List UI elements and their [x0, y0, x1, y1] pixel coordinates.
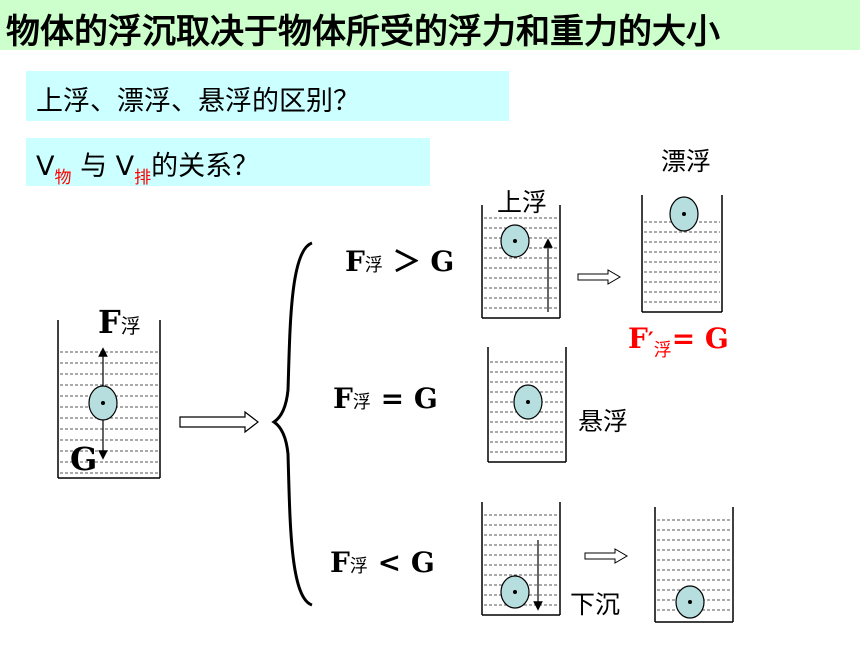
condition-rise: F浮 ＞ G [345, 240, 454, 280]
float-equation: F′浮= G [628, 322, 729, 361]
hollow-arrow-sink [584, 548, 628, 564]
question-box-1: 上浮、漂浮、悬浮的区别？ [26, 71, 509, 121]
curly-brace [271, 241, 313, 607]
beaker-float [641, 195, 723, 313]
question-box-2: V物 与 V排的关系？ [26, 138, 430, 188]
page-title: 物体的浮沉取决于物体所受的浮力和重力的大小 [6, 12, 720, 52]
hollow-arrow-main [179, 410, 259, 434]
rise-relation: ＞ G [382, 245, 455, 278]
q2-suffix: 的关系？ [151, 151, 260, 182]
question-1-text: 上浮、漂浮、悬浮的区别？ [36, 86, 360, 117]
float-eq-f: F [628, 322, 648, 355]
label-sink: 下沉 [570, 590, 621, 619]
left-gravity-label: G [70, 440, 98, 478]
float-eq-sub: 浮 [653, 340, 672, 361]
label-suspend: 悬浮 [578, 407, 629, 436]
beaker-sink [481, 502, 561, 616]
left-f-sub: 浮 [120, 314, 141, 338]
float-eq-relation: = G [671, 322, 729, 355]
label-rise: 上浮 [497, 188, 548, 217]
rise-f: F [345, 245, 365, 278]
left-f-main: F [98, 303, 121, 341]
suspend-relation: = G [370, 382, 438, 415]
condition-sink: F浮 < G [330, 546, 435, 579]
beaker-sunk [654, 507, 734, 623]
sink-relation: < G [367, 546, 435, 579]
suspend-f-sub: 浮 [352, 392, 371, 413]
suspend-f: F [333, 382, 353, 415]
question-2-text: V物 与 V排的关系？ [36, 144, 260, 188]
q2-sub-object: 物 [54, 168, 72, 188]
sink-f: F [330, 546, 350, 579]
beaker-rise [481, 205, 561, 319]
q2-mid: 与 V [71, 151, 135, 182]
hollow-arrow-rise [577, 269, 621, 285]
title-bar: 物体的浮沉取决于物体所受的浮力和重力的大小 [0, 0, 860, 52]
rise-f-sub: 浮 [364, 255, 383, 276]
sink-f-sub: 浮 [349, 556, 368, 577]
condition-suspend: F浮 = G [333, 382, 438, 415]
float-eq-prime: ′ [647, 328, 654, 354]
left-force-up-label: F浮 [98, 303, 141, 341]
q2-sub-displaced: 排 [134, 168, 152, 188]
left-beaker [57, 320, 161, 479]
label-float: 漂浮 [661, 147, 712, 176]
beaker-suspend [487, 347, 567, 463]
q2-v1: V [36, 151, 55, 182]
